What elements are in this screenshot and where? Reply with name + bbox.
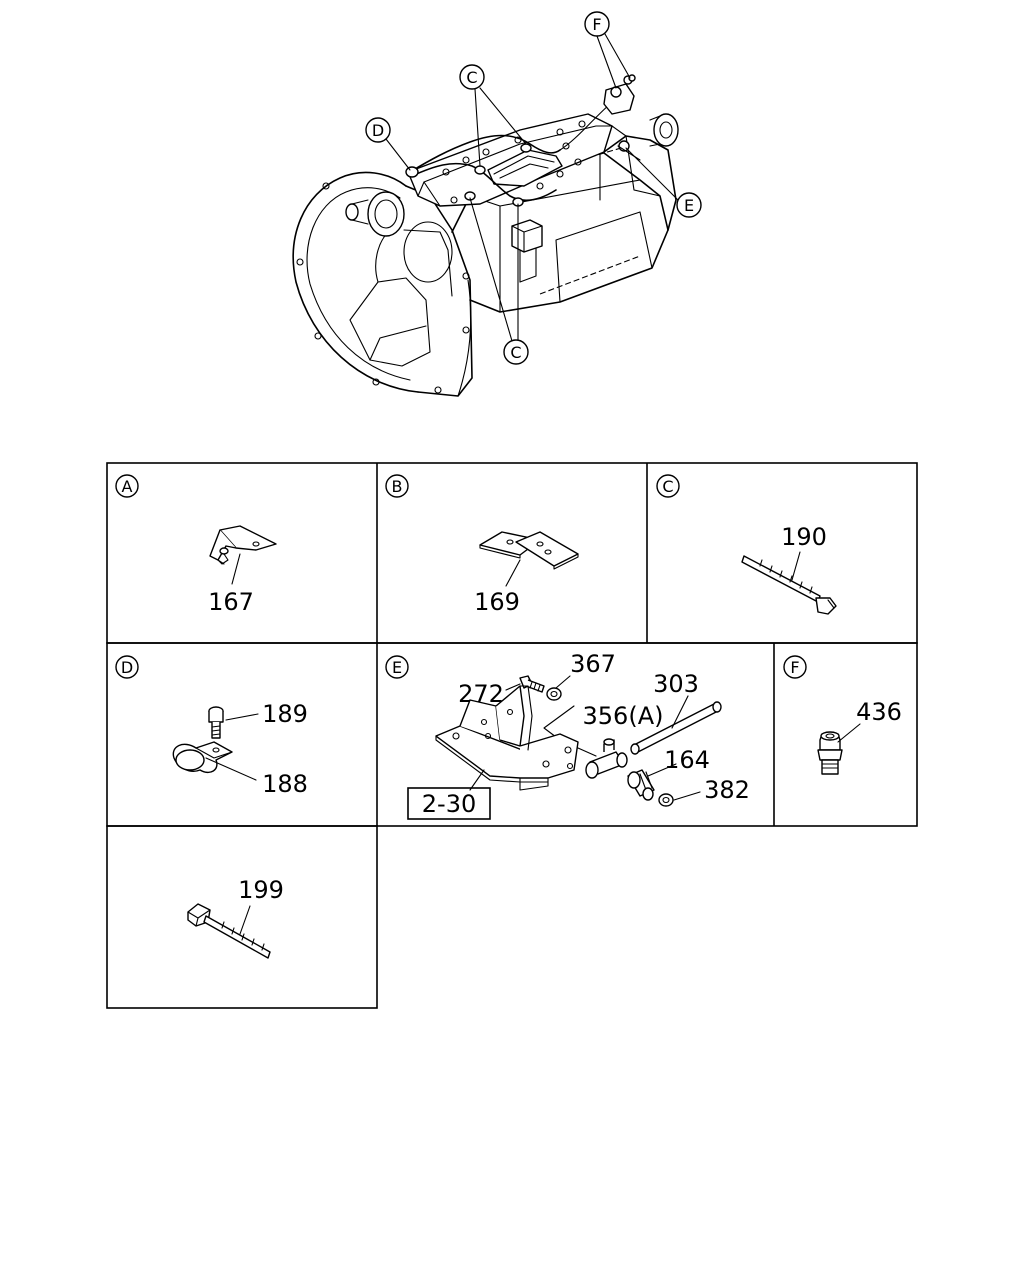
part-189-label: 189 <box>262 700 308 728</box>
clamp-188 <box>172 741 233 774</box>
callout-e-label: E <box>684 196 694 215</box>
callout-f: F <box>584 11 631 89</box>
tee-fitting <box>585 738 628 779</box>
part-382-label: 382 <box>704 776 750 804</box>
bolt-272 <box>519 675 545 693</box>
pipe-303 <box>630 701 722 755</box>
panel-a-letter: A <box>122 477 133 496</box>
bracket-167 <box>209 525 277 565</box>
fitting-436 <box>817 731 843 775</box>
part-169-label: 169 <box>474 588 520 616</box>
panel-d: D 189 188 <box>115 655 308 798</box>
panel-d-letter: D <box>121 658 133 677</box>
callout-d-label: D <box>372 121 384 140</box>
panel-e: E 272 367 303 356(A) <box>385 650 750 820</box>
panel-c-letter: C <box>662 477 673 496</box>
callout-c-top: C <box>459 64 527 167</box>
panel-c: C 190 <box>656 474 837 615</box>
part-436-label: 436 <box>856 698 902 726</box>
cable-tie-190 <box>741 555 837 615</box>
cable-tie-199 <box>187 903 271 959</box>
callout-f-label: F <box>592 15 601 34</box>
part-367-label: 367 <box>570 650 616 678</box>
callouts: F C D E C <box>365 11 702 365</box>
part-190-label: 190 <box>781 523 827 551</box>
panel-g: 199 <box>187 876 284 959</box>
washer-367 <box>546 687 562 701</box>
callout-c-bottom: C <box>469 197 529 365</box>
callout-c-bottom-label: C <box>510 343 521 362</box>
bell-housing <box>292 171 419 393</box>
detail-grid <box>106 462 918 1009</box>
ref-2-30-label: 2-30 <box>422 790 476 818</box>
bracket-2-30 <box>435 685 579 791</box>
bolt-189 <box>208 706 224 739</box>
panel-f-letter: F <box>790 658 799 677</box>
transmission-assembly <box>292 74 679 397</box>
rear-housing <box>603 135 677 231</box>
panel-b: B 169 <box>385 474 579 616</box>
callout-e: E <box>625 147 702 218</box>
callout-d: D <box>365 117 411 171</box>
panel-e-letter: E <box>392 658 402 677</box>
part-356a-label: 356(A) <box>583 702 664 730</box>
callout-c-top-label: C <box>466 68 477 87</box>
panel-b-letter: B <box>392 477 403 496</box>
part-188-label: 188 <box>262 770 308 798</box>
washer-382 <box>658 793 674 807</box>
part-199-label: 199 <box>238 876 284 904</box>
part-167-label: 167 <box>208 588 254 616</box>
bracket-169 <box>479 531 579 570</box>
connector-164 <box>627 769 655 801</box>
part-303-label: 303 <box>653 670 699 698</box>
panel-a: A 167 <box>115 474 277 616</box>
panel-f: F 436 <box>783 655 902 775</box>
part-164-label: 164 <box>664 746 710 774</box>
